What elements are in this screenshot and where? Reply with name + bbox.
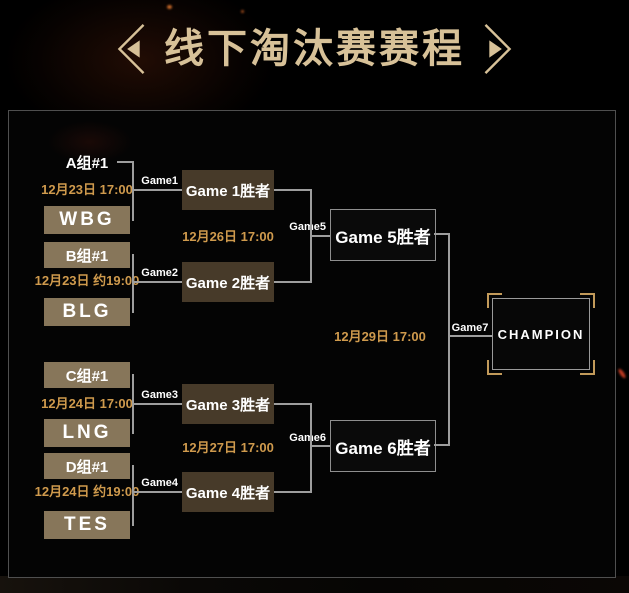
bracket-line [132,465,134,526]
bracket-line [134,491,182,493]
bracket-line [448,233,450,446]
bracket-line [312,235,330,237]
bracket-line [117,161,134,163]
bracket-line [134,281,182,283]
match-label-game7: Game7 [451,322,489,334]
bracket-line [132,161,134,221]
bracket-line [132,374,134,434]
ember-spark [617,367,627,380]
match-label-game5: Game5 [289,221,326,233]
group-a-schedule: 12月23日 17:00 [41,182,133,197]
title-chevron-right-icon [484,24,512,74]
game-5-schedule: 12月26日 17:00 [182,229,274,244]
match-label-game1: Game1 [141,175,178,187]
bracket-line [134,403,182,405]
header: 线下淘汰赛赛程 [0,16,629,82]
match-label-game3: Game3 [141,389,178,401]
match-label-game4: Game4 [141,477,178,489]
champion-box: CHAMPION [487,293,595,375]
champion-label: CHAMPION [497,326,585,342]
game-6-schedule: 12月27日 17:00 [182,440,274,455]
team-tes-box: TES [44,511,130,539]
group-c-schedule: 12月24日 17:00 [41,396,133,411]
bottom-gradient [0,576,629,593]
game-6-winner-box: Game 6胜者 [330,420,436,472]
bracket-line [312,445,330,447]
game-1-winner-box: Game 1胜者 [182,170,274,210]
team-lng-box: LNG [44,419,130,447]
group-a-seed: A组#1 [65,154,109,172]
group-d-seed: D组#1 [44,453,130,479]
bracket-line [310,189,312,283]
bracket-line [134,189,182,191]
bracket-line [434,444,450,446]
game-2-winner-box: Game 2胜者 [182,262,274,302]
bracket-line [434,233,450,235]
bracket-line [450,335,492,337]
group-c-seed: C组#1 [44,362,130,388]
team-wbg-box: WBG [44,206,130,234]
final-schedule: 12月29日 17:00 [334,329,426,344]
game-5-winner-box: Game 5胜者 [330,209,436,261]
bracket-line [310,403,312,493]
match-label-game2: Game2 [141,267,178,279]
match-label-game6: Game6 [289,432,326,444]
ember-spark [167,5,172,9]
ember-spark [241,10,244,13]
group-d-schedule: 12月24日 约19:00 [34,484,140,499]
team-blg-box: BLG [44,298,130,326]
group-b-seed: B组#1 [44,242,130,268]
bracket-line [274,403,310,405]
bracket-line [274,281,310,283]
game-4-winner-box: Game 4胜者 [182,472,274,512]
bracket-line [274,491,310,493]
bracket-line [274,189,310,191]
page-title: 线下淘汰赛赛程 [164,27,465,71]
game-3-winner-box: Game 3胜者 [182,384,274,424]
group-b-schedule: 12月23日 约19:00 [34,273,140,288]
title-chevron-left-icon [117,24,145,74]
bracket-line [132,254,134,313]
